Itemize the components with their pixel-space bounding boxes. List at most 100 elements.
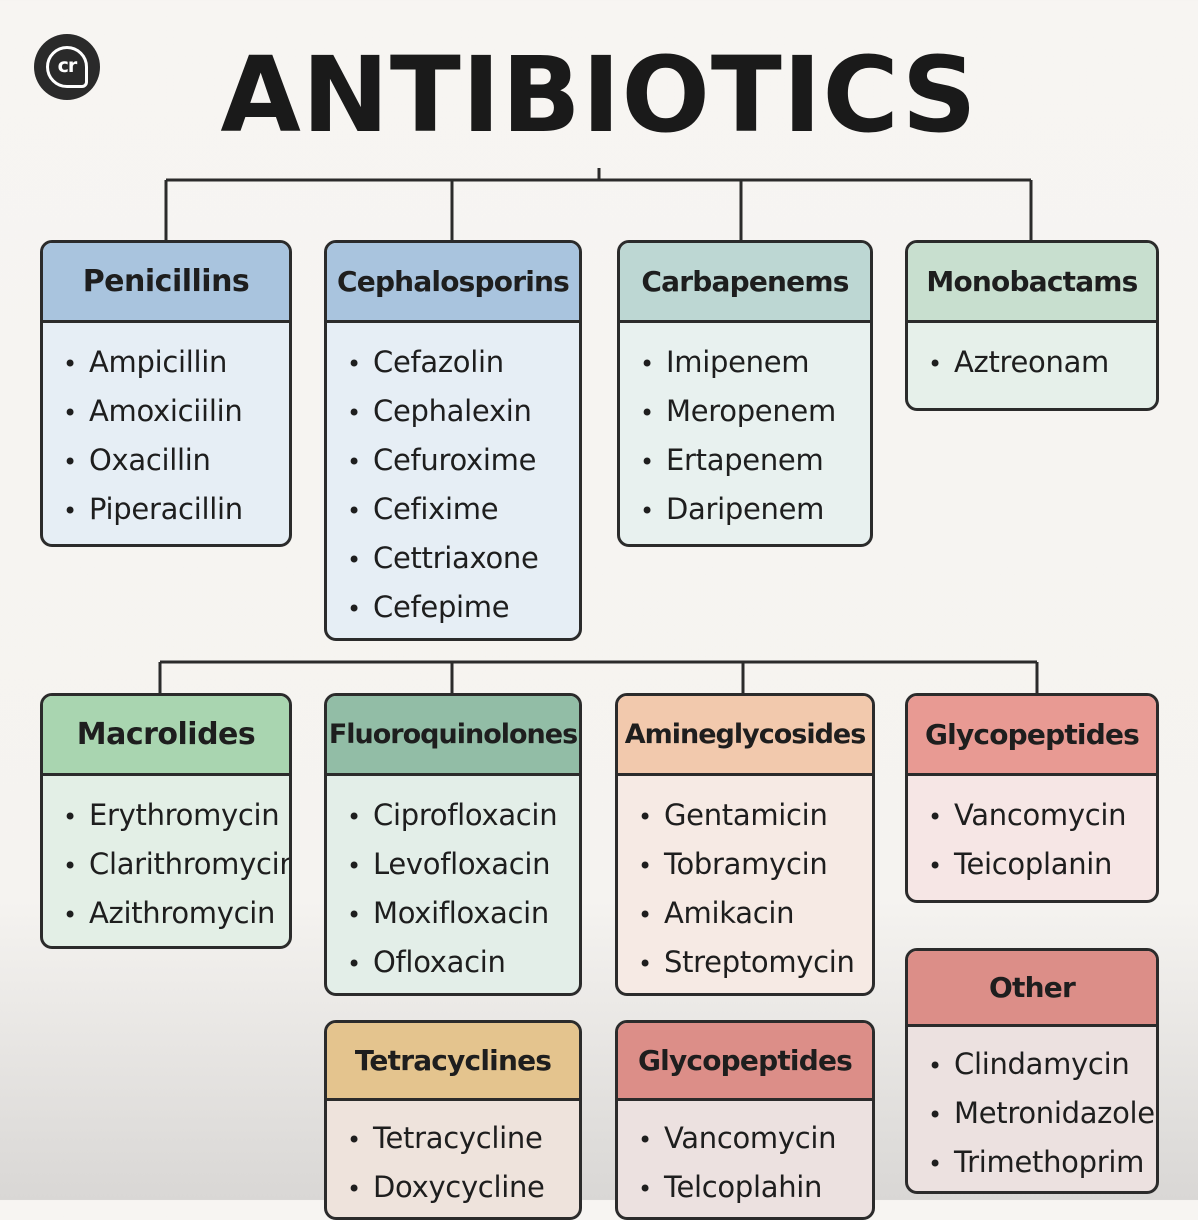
bullet-icon: • [63,399,77,427]
list-item: • Cefuroxime [347,437,579,486]
logo-text: cr [57,55,78,77]
list-item: •Azithromycin [63,890,289,939]
drug-name: Clarithromycin [89,847,292,881]
drug-list: •Vancomycin •Teicoplanin [908,776,1156,890]
bullet-icon: • [347,448,361,476]
bullet-icon: • [928,1150,942,1178]
list-item: • Amoxiciilin [63,388,289,437]
drug-name: Cefuroxime [373,443,537,477]
drug-name: Imipenem [666,345,810,379]
bullet-icon: • [638,852,652,880]
list-item: •Cephalexin [347,388,579,437]
bullet-icon: • [638,950,652,978]
group-header: Glycopeptides [908,696,1156,776]
group-header: Monobactams [908,243,1156,323]
list-item: • Tetracycline [347,1115,579,1164]
drug-name: Daripenem [666,492,825,526]
bullet-icon: • [63,852,77,880]
bullet-icon: • [63,497,77,525]
bullet-icon: • [928,803,942,831]
group-header: Carbapenems [620,243,870,323]
bullet-icon: • [347,546,361,574]
list-item: •Daripenem [640,486,870,535]
drug-name: Vancomycin [664,1121,837,1155]
bullet-icon: • [638,803,652,831]
drug-name: Erythromycin [89,798,280,832]
group-header: Tetracyclines [327,1023,579,1101]
list-item: •Aztreonam [928,339,1156,388]
list-item: • Meropenem [640,388,870,437]
drug-list: • Cefazolin •Cephalexin • Cefuroxime • Cefi… [327,323,579,633]
drug-name: Cefazolin [373,345,504,379]
list-item: •Ofloxacin [347,939,579,988]
list-item: •Doxycycline [347,1164,579,1213]
list-item: •Telcoplahin [638,1164,872,1213]
drug-name: Ciprofloxacin [373,798,558,832]
list-item: • Moxifloxacin [347,890,579,939]
group-header: Penicillins [43,243,289,323]
list-item: • Imipenem [640,339,870,388]
drug-name: Clindamycin [954,1047,1130,1081]
brand-logo: cr [34,34,100,100]
list-item: • Cettriaxone [347,535,579,584]
drug-name: Teicoplanin [954,847,1113,881]
group-box-glycopeptides-2: Glycopeptides •Vancomycin •Telcoplahin [615,1020,875,1220]
list-item: •Streptomycin [638,939,872,988]
drug-list: •Imipenem •Meropenem •Ertapenem •Daripen… [620,323,870,535]
bullet-icon: • [347,852,361,880]
drug-name: Ofloxacin [373,945,506,979]
bullet-icon: • [347,1175,361,1203]
bullet-icon: • [347,901,361,929]
drug-name: Gentamicin [664,798,828,832]
drug-name: Cettriaxone [373,541,539,575]
drug-name: Metronidazole [954,1096,1155,1130]
drug-list: •Ampicillin • Amoxiciilin • Oxacillin • Pip… [43,323,289,535]
group-header: Cephalosporins [327,243,579,323]
group-box-other: Other •Clindamycin •Metronidazole •Trime… [905,948,1159,1194]
drug-list: •Aztreonam [908,323,1156,388]
drug-name: Meropenem [666,394,836,428]
drug-name: Tetracycline [373,1121,543,1155]
drug-name: Piperacillin [89,492,243,526]
list-item: •Teicoplanin [928,841,1156,890]
bullet-icon: • [347,497,361,525]
group-header: Glycopeptides [618,1023,872,1101]
list-item: •Amikacin [638,890,872,939]
drug-name: Ampicillin [89,345,228,379]
bullet-icon: • [640,399,654,427]
group-box-cephalosporins: Cephalosporins •Cefazolin •Cephalexin •C… [324,240,582,641]
bullet-icon: • [63,901,77,929]
page-title: ANTIBIOTICS [220,34,978,156]
group-box-carbapenems: Carbapenems • Imipenem • Meropenem •Ertape… [617,240,873,547]
drug-name: Cefepime [373,590,510,624]
drug-list: • Erythromycin • Clarithromycin •Azithromy… [43,776,289,939]
drug-name: Moxifloxacin [373,896,549,930]
list-item: •Ampicillin [63,339,289,388]
list-item: •Clindamycin [928,1041,1156,1090]
bullet-icon: • [63,448,77,476]
drug-name: Oxacillin [89,443,211,477]
group-box-fluoroquinolones: Fluoroquinolones •Ciprofloxacin •Levoflo… [324,693,582,996]
bullet-icon: • [640,350,654,378]
list-item: •Ertapenem [640,437,870,486]
list-item: •Cefepime [347,584,579,633]
list-item: • Cefixime [347,486,579,535]
group-box-amineglycosides: Amineglycosides •Gentamicin •Tobramycin … [615,693,875,996]
drug-name: Amoxiciilin [89,394,243,428]
group-header: Other [908,951,1156,1027]
list-item: • Clarithromycin [63,841,289,890]
list-item: •Metronidazole [928,1090,1156,1139]
list-item: •Vancomycin [638,1115,872,1164]
bullet-icon: • [347,803,361,831]
bullet-icon: • [640,448,654,476]
bullet-icon: • [638,1175,652,1203]
drug-name: Aztreonam [954,345,1110,379]
list-item: •Levofloxacin [347,841,579,890]
bullet-icon: • [347,1126,361,1154]
bullet-icon: • [63,803,77,831]
group-header: Macrolides [43,696,289,776]
list-item: • Piperacillin [63,486,289,535]
group-header: Amineglycosides [618,696,872,776]
drug-name: Cefixime [373,492,499,526]
